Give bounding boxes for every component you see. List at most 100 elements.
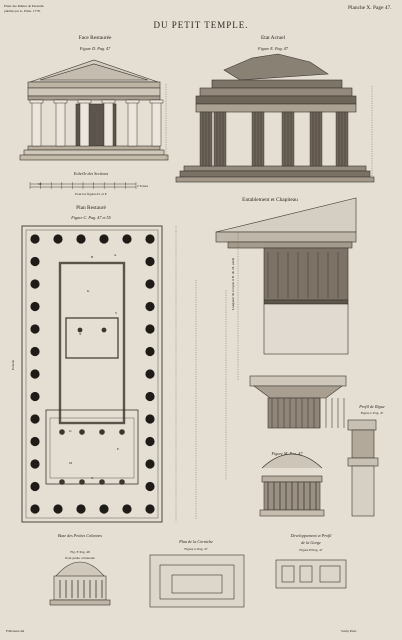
plan-column [30,234,40,244]
plan-corniche-ref: Figure G Pag. 47 [184,547,208,551]
plan-column [53,234,63,244]
petites-colonnes-drawing [49,561,111,606]
face-column-capital [77,99,92,104]
plan-letter-p: P [117,447,119,451]
petites-colonnes-title: Base des Petites Colonnes [57,533,103,538]
plan-column [145,436,155,447]
plan-cella-column [77,327,83,333]
developpement-drawing [275,559,347,589]
face-column-capital [29,99,44,104]
plan-letter-a: A [114,253,117,257]
publisher-line-2: publiés par G. Piran. 1778. [4,9,41,13]
plan-column [30,256,40,267]
plan-column [30,369,40,379]
plan-letter-m: M [69,461,73,465]
etat-actuel-ref: Figure E. Pag. 47 [258,46,288,51]
plan-column [145,504,155,514]
plan-letter-b: B [91,255,94,259]
plan-column [145,346,155,357]
plan-corniche-drawing [149,554,245,608]
profil-gorge [347,419,379,517]
publisher-line-1: Plans des Ruines de Paestum. [4,4,45,8]
plan-pronaos-column [119,429,125,435]
plan-column [145,234,155,244]
plan-column [30,391,40,402]
etat-actuel-ruin [175,53,375,183]
draughtsman-credit: F.Piranesi del [6,629,25,633]
plate-number: Planche X. Page 47. [348,5,392,11]
plan-restaure-ref: Figure C. Pag. 47 et 55 [71,215,111,220]
face-restauree-elevation [19,59,169,161]
plan-column [76,234,86,244]
plan-column [76,504,86,514]
echelle-title: Echelle des Sections [73,171,109,176]
plan-cella-column [101,327,107,333]
face-column [79,99,90,147]
face-column-capital [125,99,140,104]
face-column [55,99,66,147]
plan-column [30,324,40,334]
plan-column [145,481,155,492]
face-column [103,99,114,147]
engraver-credit: Sculp Paris [341,629,357,633]
face-restauree-title: Face Restaurée [78,35,112,41]
plan-column [122,234,132,244]
plan-letter-s: S [115,311,117,315]
plan-pronaos-column [59,479,65,485]
plan-column [145,279,155,289]
face-column-capital [53,99,68,104]
plan-column [99,504,109,514]
developpement-title: Developpement et Profil [290,533,332,538]
plan-pronaos-column [99,479,105,485]
plan-column [145,459,155,469]
plan-column [30,504,40,514]
plan-column [145,256,155,267]
petites-colonnes-ref2: Pour petite colonnade [65,556,95,560]
plan-column [99,234,109,244]
face-column-capital [149,99,164,104]
plan-column [122,504,132,514]
plan-column [30,346,40,357]
plan-pronaos-column [59,429,65,435]
face-column-capital [101,99,116,104]
plan-column [145,391,155,402]
developpement-line2: de la Gorge [301,540,321,545]
plan-column [30,436,40,447]
chapiteau-ref-title: Figure M. Pag. 47 [271,451,303,456]
plan-pronaos-column [79,479,85,485]
plan-column [145,414,155,424]
entablement-title: Entablement et Chapiteau [242,197,298,203]
plate-title: DU PETIT TEMPLE. [153,20,249,30]
plan-corniche-title: Plan de la Corniche [179,539,213,544]
plan-column [30,414,40,424]
plan-column [145,301,155,312]
profil-gorge-title: Profil de Rigue [359,404,385,409]
plan-pronaos-column [79,429,85,435]
plan-column [30,279,40,289]
plan-column [30,459,40,469]
petites-colonnes-ref1: Fig. E Pag. 48 [70,550,90,554]
face-restauree-ref: Figure D. Pag. 47 [79,46,111,51]
plan-letter-x: X [79,332,82,336]
plan-letter-k: K [87,289,90,293]
plan-restaure-title: Plan Restauré [76,205,106,211]
plan-column [30,481,40,492]
plan-restaure [21,225,163,523]
plan-column [145,324,155,334]
face-column [31,99,42,147]
face-column [127,99,138,147]
face-column [151,99,162,147]
plan-letter-o: O [69,429,72,433]
echelle-tick-right: 2 Toises [137,184,149,188]
etat-actuel-title: Etat Actuel [260,35,286,41]
developpement-ref: Figure H Pag. 47 [299,548,323,552]
entablement-chapiteau [215,197,357,429]
plan-column [53,504,63,514]
echelle-ref: Pour les figures D. et E [75,192,107,196]
plan-column [145,369,155,379]
plan-column [30,301,40,312]
plan-pronaos-column [119,479,125,485]
profil-gorge-ref: Figure I. Pag. 47 [360,411,384,415]
